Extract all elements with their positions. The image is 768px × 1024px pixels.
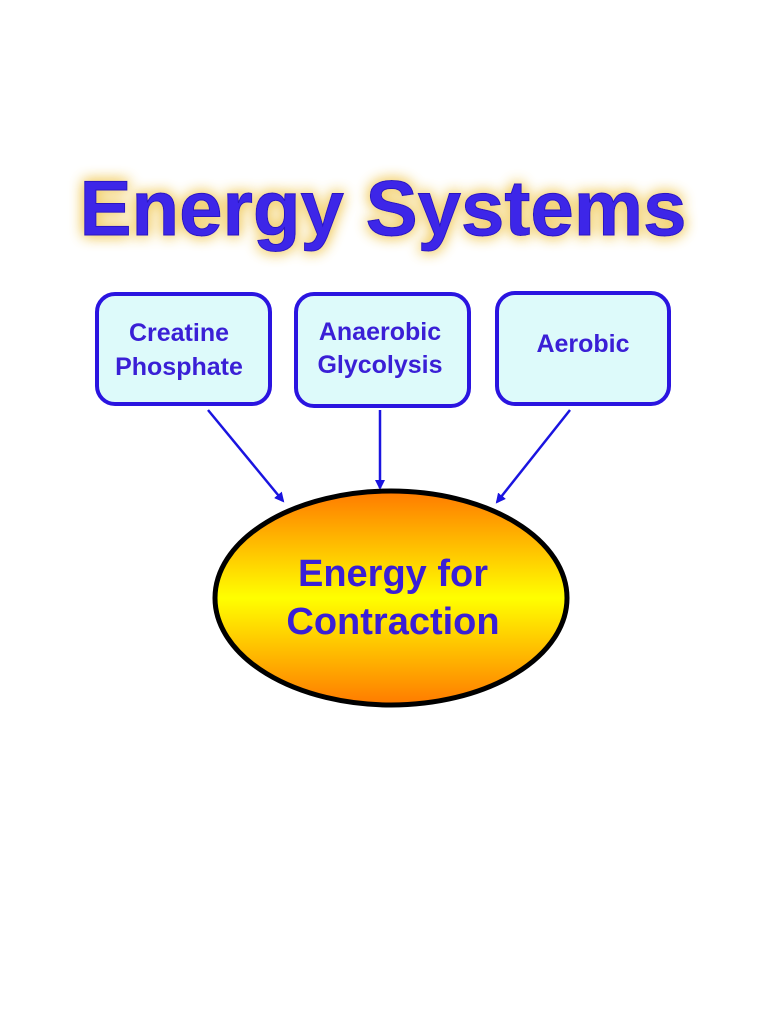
source-label-line2: Phosphate xyxy=(115,353,243,381)
source-box-anaerobic-glycolysis: Anaerobic Glycolysis xyxy=(294,292,471,408)
center-label-line2: Contraction xyxy=(286,601,499,643)
center-label-line1: Energy for xyxy=(298,553,488,595)
source-box-creatine-phosphate: Creatine Phosphate xyxy=(95,292,272,406)
source-box-aerobic: Aerobic xyxy=(495,291,671,406)
source-label-line1: Creatine xyxy=(129,319,229,347)
diagram-title: Energy Systems xyxy=(80,164,687,252)
source-label-line2: Glycolysis xyxy=(317,351,442,379)
source-label-line1: Aerobic xyxy=(536,330,629,358)
source-label-line1: Anaerobic xyxy=(319,318,441,346)
arrow-creatine-to-energy xyxy=(207,409,285,503)
arrow-aerobic-to-energy xyxy=(495,409,571,504)
energy-for-contraction-node: Energy for Contraction xyxy=(212,488,570,708)
